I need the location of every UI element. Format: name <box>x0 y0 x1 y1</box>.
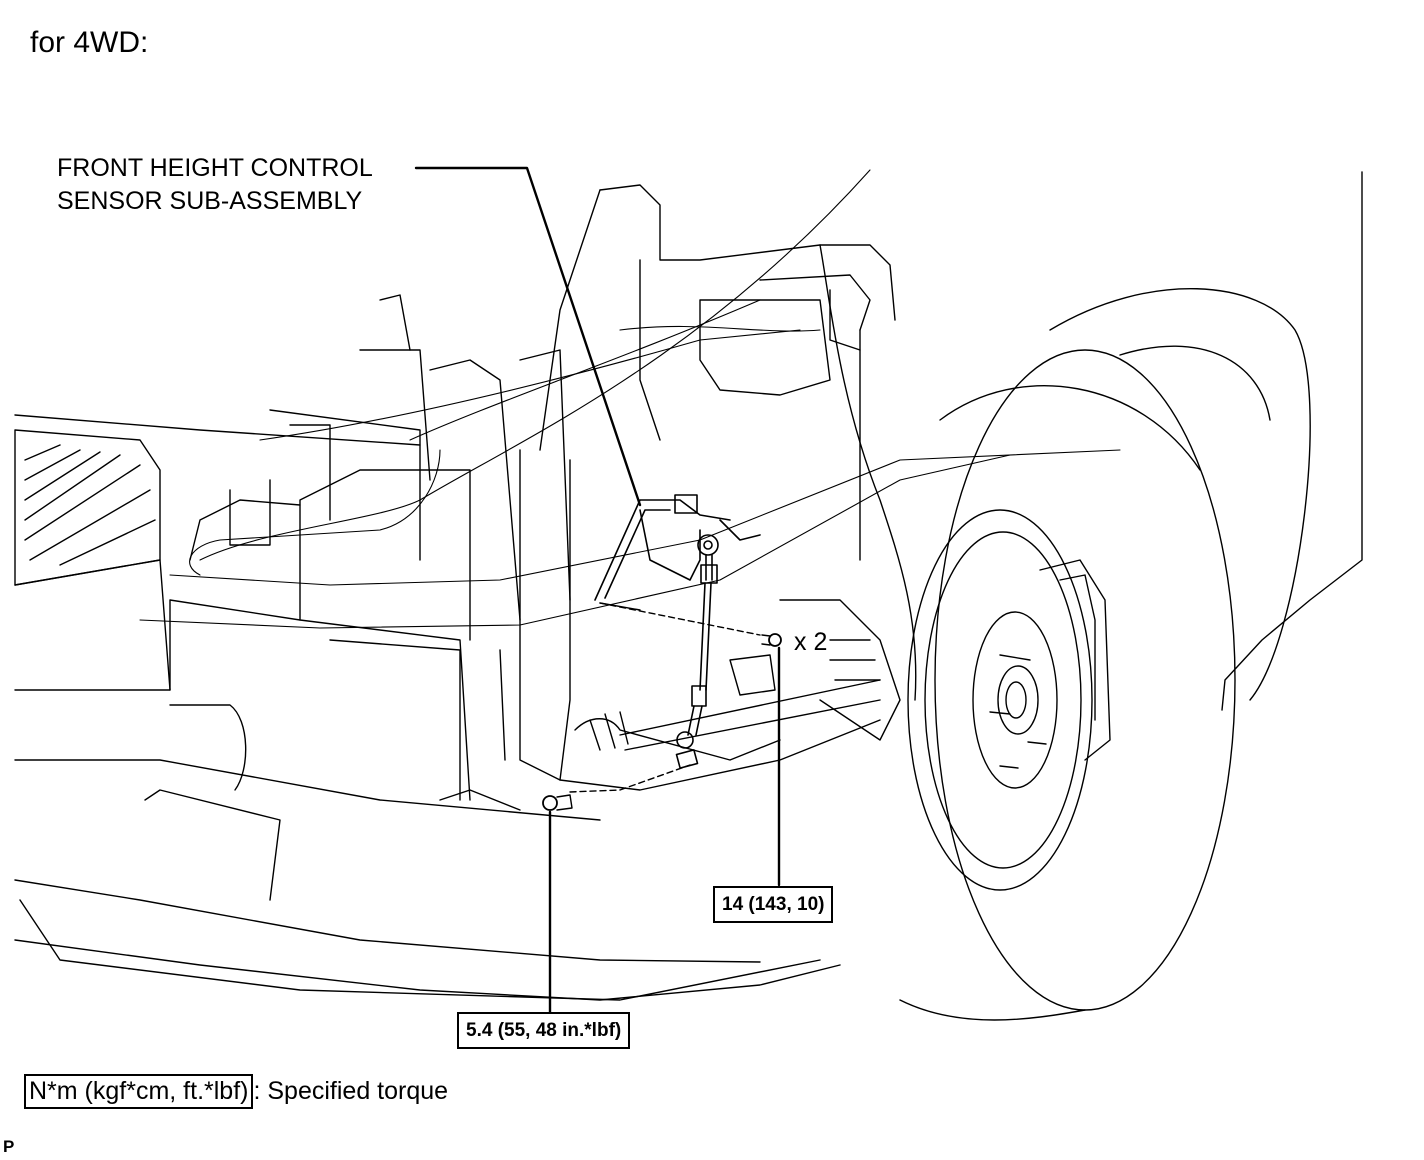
drive-shaft <box>574 599 901 761</box>
brake-disc-hub <box>907 509 1111 891</box>
leader-lines <box>414 166 781 1014</box>
figure-code: P <box>3 1137 15 1156</box>
height-sensor <box>594 494 761 769</box>
bolt-quantity-label: x 2 <box>794 628 828 656</box>
sensor-callout-line-1: FRONT HEIGHT CONTROL <box>57 154 373 182</box>
grille <box>14 414 421 586</box>
torque-spec-upper-bolts: 14 (143, 10) <box>713 886 834 923</box>
bolts <box>542 602 782 811</box>
tire <box>899 349 1236 1021</box>
torque-spec-lower-bolt: 5.4 (55, 48 in.*lbf) <box>457 1012 631 1049</box>
lines <box>139 169 1121 629</box>
frame <box>499 184 917 791</box>
fender-outline <box>1049 171 1363 711</box>
sensor-callout-line-2: SENSOR SUB-ASSEMBLY <box>57 187 363 215</box>
sensor-callout-label: FRONT HEIGHT CONTROL SENSOR SUB-ASSEMBLY <box>57 152 373 218</box>
diagram-title: for 4WD: <box>30 26 149 59</box>
radiator-support <box>169 294 571 801</box>
torque-legend: N*m (kgf*cm, ft.*lbf) : Specified torque <box>24 1074 448 1109</box>
legend-description: : Specified torque <box>253 1077 449 1105</box>
bumper <box>14 559 841 1001</box>
legend-unit-box: N*m (kgf*cm, ft.*lbf) <box>24 1074 254 1109</box>
